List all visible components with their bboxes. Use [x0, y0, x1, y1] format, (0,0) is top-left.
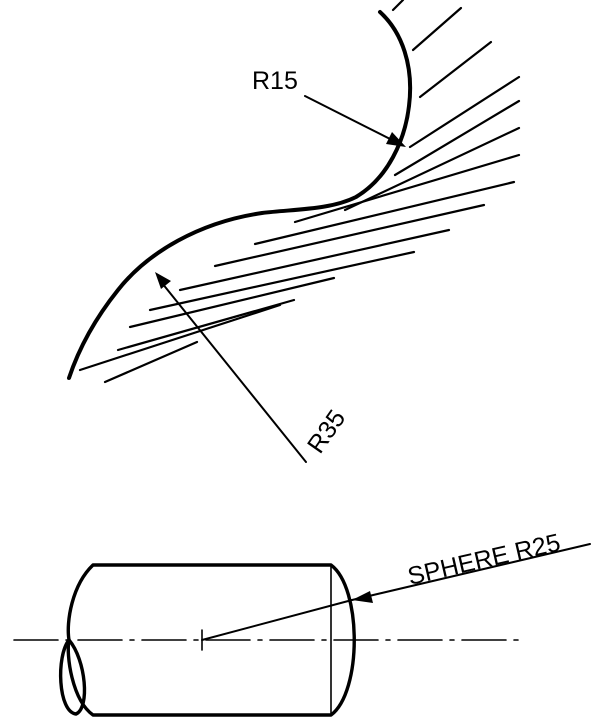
r35-leader: [155, 272, 307, 463]
r15-leader: [304, 95, 406, 147]
shaft-break: [58, 638, 87, 716]
top-figure: R15 R35: [67, 0, 521, 463]
label-sphere-r25: SPHERE R25: [405, 529, 563, 591]
label-r15: R15: [252, 67, 298, 95]
profile-curve: [67, 10, 413, 380]
label-r35: R35: [302, 405, 351, 459]
sphere-leader: [201, 543, 591, 641]
bottom-figure: SPHERE R25: [13, 529, 591, 717]
section-hatching: [78, 0, 521, 384]
